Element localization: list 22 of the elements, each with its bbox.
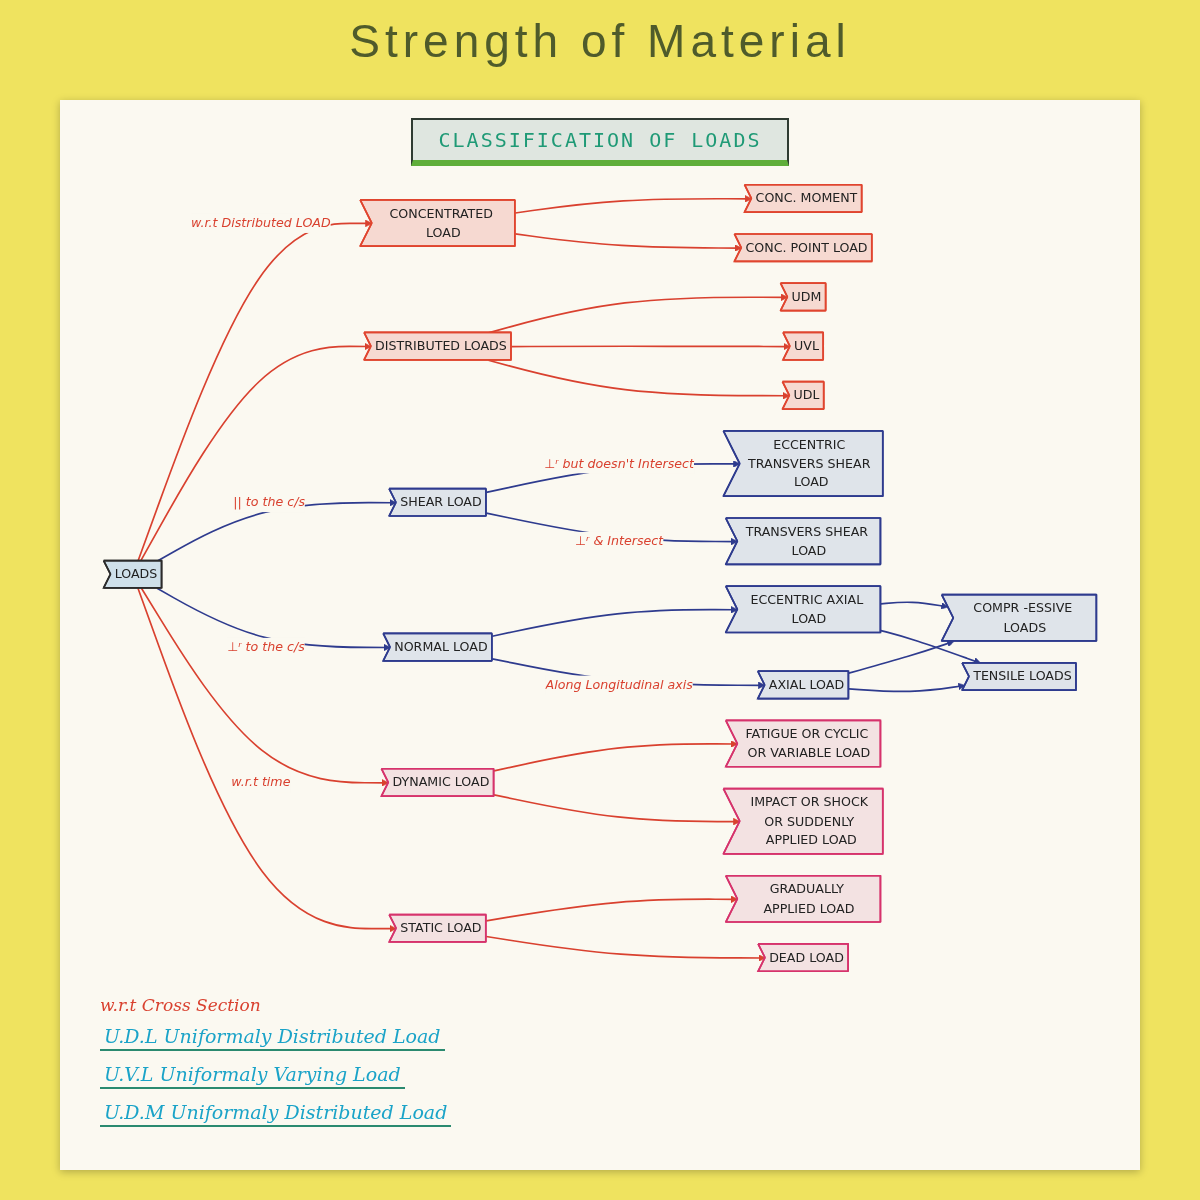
edge-label: ⊥ʳ to the c/s (227, 639, 305, 655)
arrow (493, 740, 739, 772)
edge-label: w.r.t time (231, 774, 291, 790)
arrow (880, 601, 949, 610)
arrow (491, 606, 739, 638)
arrow (510, 342, 791, 351)
edge-label: || to the c/s (233, 494, 306, 510)
arrow (514, 233, 742, 252)
edge-label: Along Longitudinal axis (545, 677, 693, 693)
arrow (848, 640, 955, 674)
edge-label: ⊥ʳ but doesn't Intersect (544, 455, 694, 471)
arrow (485, 895, 739, 922)
page-title: Strength of Material (348, 14, 852, 68)
abbreviation-note: U.V.L Uniformaly Varying Load (100, 1063, 405, 1089)
arrow (848, 682, 966, 693)
branch-note: w.r.t Cross Section (100, 995, 261, 1015)
abbreviation-note: U.D.L Uniformaly Distributed Load (100, 1025, 445, 1051)
arrow (485, 935, 766, 962)
edge-label: ⊥ʳ & Intersect (575, 533, 664, 549)
edge-label: w.r.t Distributed LOAD (191, 215, 331, 231)
abbreviation-note: U.D.M Uniformaly Distributed Load (100, 1101, 452, 1127)
title-banner: CLASSIFICATION OF LOADS (410, 118, 790, 166)
